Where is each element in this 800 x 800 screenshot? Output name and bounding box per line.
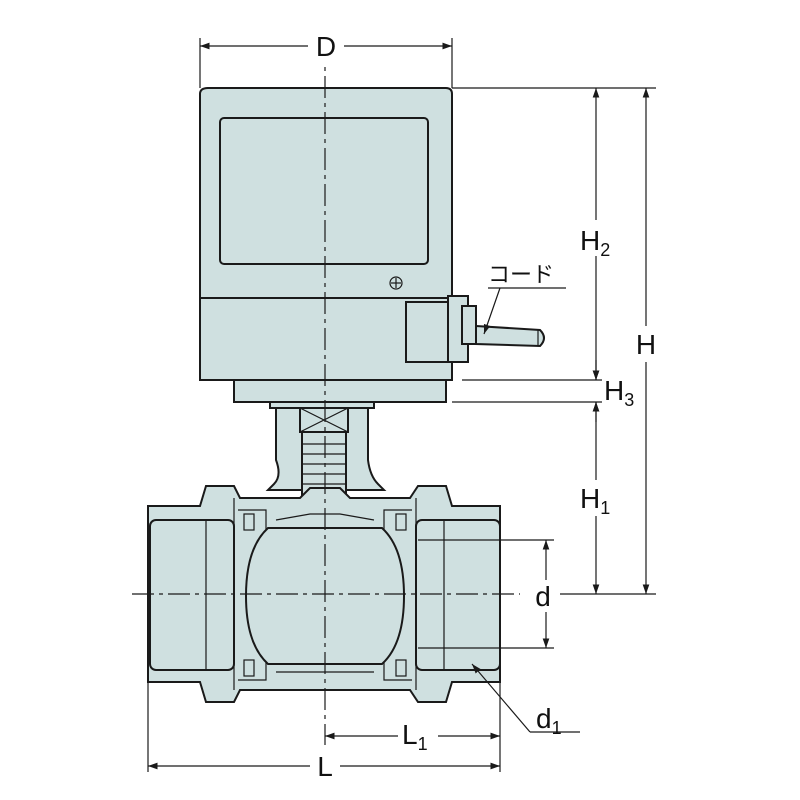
label-H: H [636, 329, 656, 360]
label-d: d [535, 581, 551, 612]
actuator-window [219, 117, 429, 265]
dimension-H3: H3 [592, 360, 642, 422]
label-H2: H [580, 225, 600, 256]
label-H3-sub: 3 [624, 390, 634, 410]
dimension-D: D [199, 26, 453, 88]
dimension-H2: H2 [576, 88, 620, 380]
dimension-H: H [632, 88, 662, 594]
dimension-L: L [147, 682, 500, 782]
svg-text:H2: H2 [580, 225, 610, 260]
label-cord: コード [488, 263, 554, 288]
dimension-H1: H1 [576, 402, 620, 594]
label-D: D [316, 31, 336, 62]
dimension-d: d [418, 539, 560, 649]
svg-text:d1: d1 [536, 703, 562, 738]
label-L1: L [402, 719, 418, 750]
svg-text:H1: H1 [580, 483, 610, 518]
label-H3: H [604, 375, 624, 406]
label-H2-sub: 2 [600, 240, 610, 260]
label-H1-sub: 1 [600, 498, 610, 518]
dimension-d1: d1 [471, 663, 580, 738]
label-L: L [317, 751, 333, 782]
screw-icon [389, 276, 403, 290]
label-H1: H [580, 483, 600, 514]
label-d1-sub: 1 [552, 718, 562, 738]
label-d1: d [536, 703, 552, 734]
svg-text:L1: L1 [402, 719, 428, 754]
dimension-L1: L1 [325, 682, 501, 772]
height-extension-lines [452, 87, 656, 595]
label-L1-sub: 1 [418, 734, 428, 754]
cord-callout: コード [483, 263, 566, 335]
svg-text:H3: H3 [604, 375, 634, 410]
cord-connector [405, 295, 545, 363]
centerlines [132, 40, 520, 745]
